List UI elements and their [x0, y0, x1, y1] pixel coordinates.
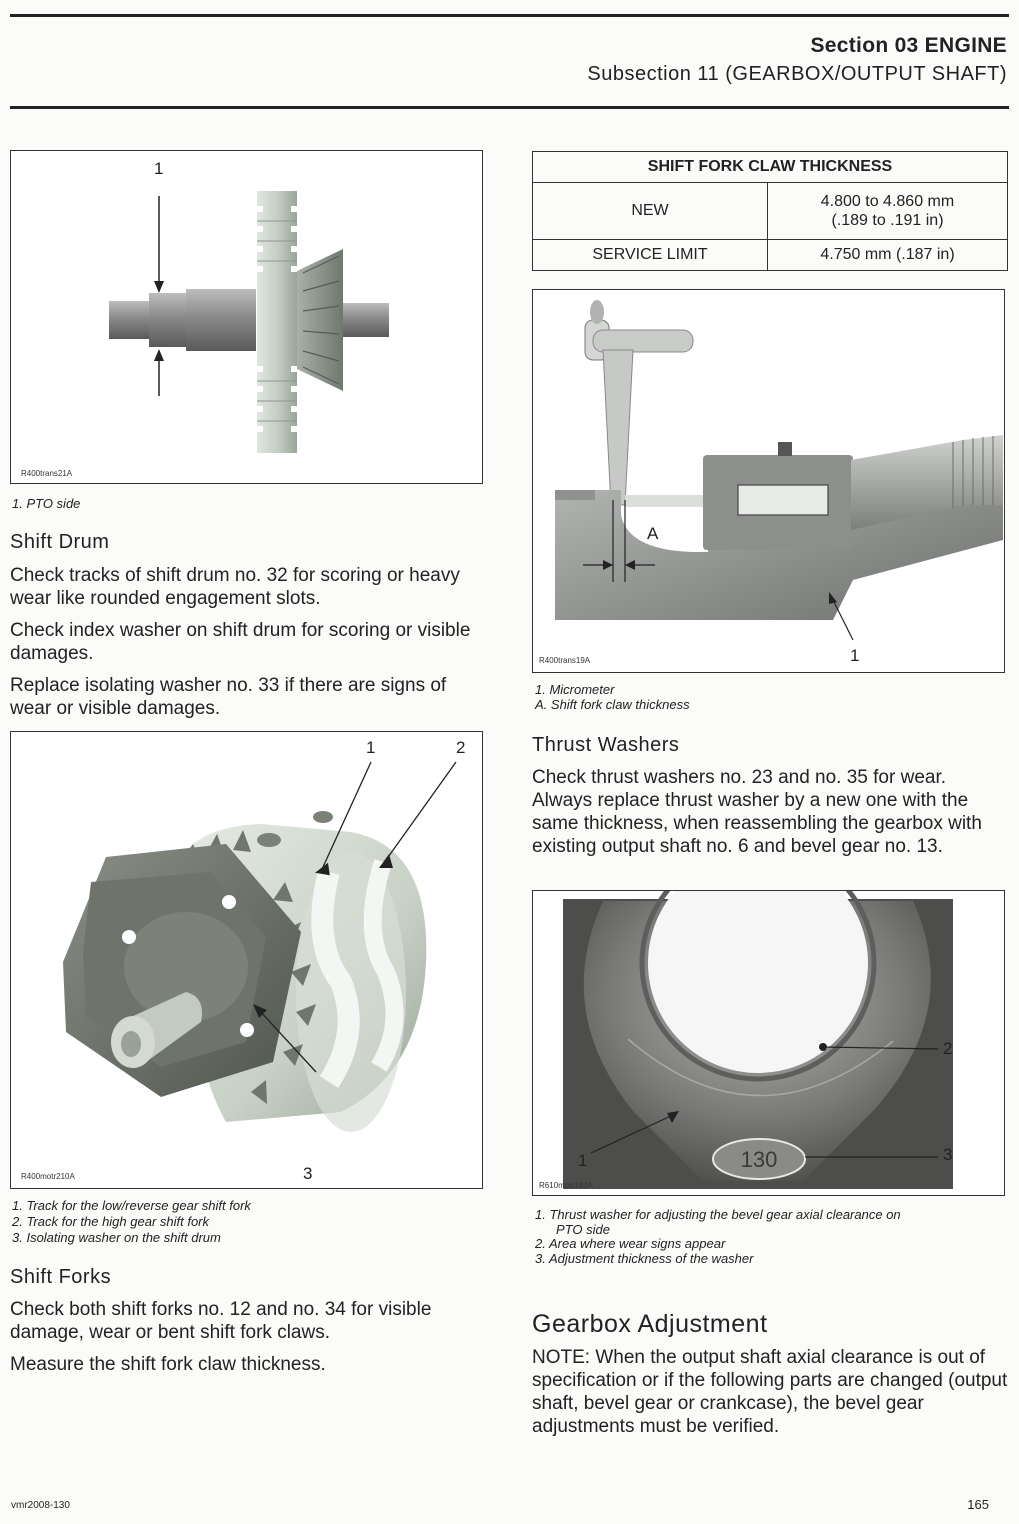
value-line: 4.800 to 4.860 mm: [820, 193, 955, 210]
washer-stamp: 130: [741, 1147, 778, 1172]
paragraph: Measure the shift fork claw thickness.: [10, 1354, 326, 1375]
figure-output-shaft: 1 R400trans21A: [10, 150, 483, 484]
heading-shift-drum: Shift Drum: [10, 531, 110, 553]
legend-item: 1. Micrometer: [535, 682, 615, 697]
callout-2: 2: [943, 1039, 953, 1058]
legend-item: 3. Adjustment thickness of the washer: [535, 1250, 754, 1266]
paragraph: Check index washer on shift drum for sco…: [10, 620, 471, 664]
figure-shift-drum: 1 2 3 R400motr210A: [10, 731, 483, 1189]
section-title: Section 03 ENGINE: [810, 34, 1007, 57]
row-label: SERVICE LIMIT: [532, 239, 768, 271]
legend-item: 2. Track for the high gear shift fork: [12, 1214, 210, 1229]
figure-legend: 1. Thrust washer for adjusting the bevel…: [535, 1207, 901, 1266]
heading-shift-forks: Shift Forks: [10, 1266, 112, 1288]
paragraph: Replace isolating washer no. 33 if there…: [10, 675, 447, 719]
thrust-washer-photo: 130: [563, 891, 953, 1189]
shift-drum-illustration: [63, 761, 457, 1132]
paragraph: Check both shift forks no. 12 and no. 34…: [10, 1299, 432, 1343]
figure-id: R400motr210A: [21, 1172, 75, 1181]
output-shaft-illustration: [109, 191, 389, 453]
callout-2: 2: [456, 738, 466, 757]
figure-legend: 1. PTO side: [12, 496, 80, 511]
shift-fork-claw-table: SHIFT FORK CLAW THICKNESS NEW 4.800 to 4…: [532, 151, 1008, 271]
figure-legend: 1. Micrometer A. Shift fork claw thickne…: [535, 682, 690, 712]
figure-micrometer: A 1 R400trans19A: [532, 289, 1005, 673]
callout-1: 1: [850, 646, 860, 665]
callout-1: 1: [154, 159, 164, 178]
legend-item: 1. Track for the low/reverse gear shift …: [12, 1198, 251, 1213]
figure-thrust-washer: 130 1 2 3 R610motr183A: [532, 890, 1005, 1196]
figure-id: R610motr183A: [539, 1181, 593, 1190]
table-row: NEW 4.800 to 4.860 mm (.189 to .191 in): [532, 182, 1008, 240]
row-value: 4.800 to 4.860 mm (.189 to .191 in): [767, 182, 1008, 240]
header-rule: [10, 106, 1009, 109]
doc-code: vmr2008-130: [11, 1500, 70, 1511]
row-label: NEW: [532, 182, 768, 240]
legend-item: 1. Thrust washer for adjusting the bevel…: [535, 1207, 901, 1222]
callout-3: 3: [943, 1145, 953, 1164]
callout-3: 3: [303, 1164, 313, 1183]
figure-id: R400trans21A: [21, 469, 73, 478]
subsection-title: Subsection 11 (GEARBOX/OUTPUT SHAFT): [587, 63, 1007, 85]
paragraph: Check thrust washers no. 23 and no. 35 f…: [532, 767, 982, 857]
table-row: SERVICE LIMIT 4.750 mm (.187 in): [532, 239, 1008, 271]
callout-a: A: [647, 524, 659, 543]
legend-item: 1. PTO side: [12, 496, 81, 511]
callout-1: 1: [366, 738, 376, 757]
callout-1: 1: [578, 1151, 588, 1170]
figure-legend: 1. Track for the low/reverse gear shift …: [12, 1198, 251, 1246]
heading-gearbox-adjustment: Gearbox Adjustment: [532, 1310, 768, 1338]
top-rule: [10, 14, 1009, 17]
figure-id: R400trans19A: [539, 656, 591, 665]
legend-item: A. Shift fork claw thickness: [535, 697, 690, 712]
table-title: SHIFT FORK CLAW THICKNESS: [532, 151, 1008, 183]
table-header-row: SHIFT FORK CLAW THICKNESS: [532, 151, 1008, 183]
note-paragraph: NOTE: When the output shaft axial cleara…: [532, 1347, 1008, 1437]
legend-item: PTO side: [556, 1221, 610, 1237]
legend-item: 3. Isolating washer on the shift drum: [12, 1230, 221, 1245]
paragraph: Check tracks of shift drum no. 32 for sc…: [10, 565, 460, 609]
micrometer-illustration: [555, 300, 1003, 641]
row-value: 4.750 mm (.187 in): [767, 239, 1008, 271]
page-number: 165: [967, 1497, 989, 1512]
heading-thrust-washers: Thrust Washers: [532, 734, 680, 756]
value-line: (.189 to .191 in): [831, 212, 944, 229]
legend-item: 2. Area where wear signs appear: [535, 1236, 726, 1251]
